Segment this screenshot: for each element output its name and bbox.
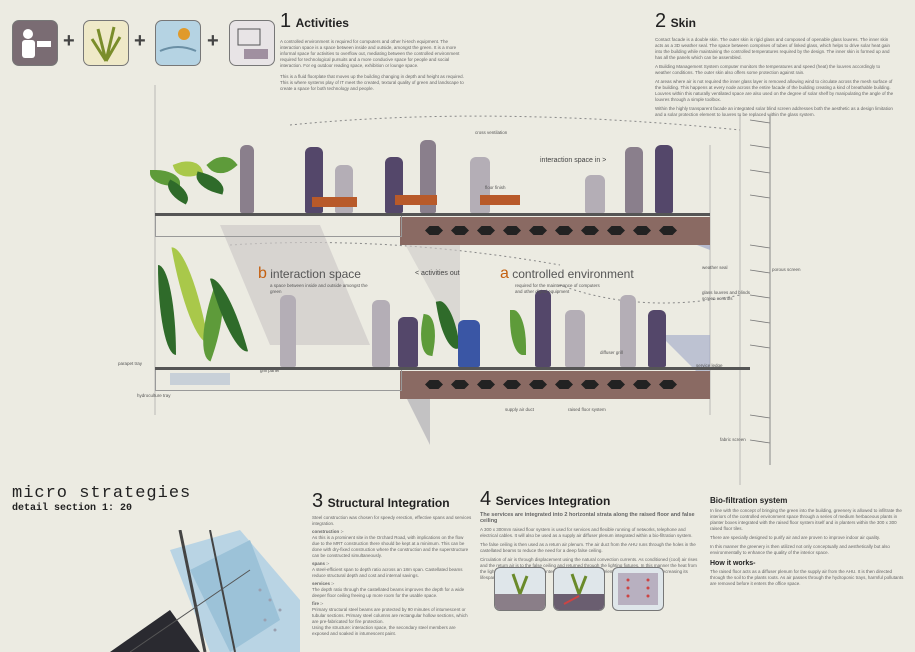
perspective-drawing	[110, 530, 300, 652]
services-body: A 300 x 300mm raised floor system is use…	[480, 527, 693, 538]
hydroculture-tray-label: hydroculture tray	[137, 393, 171, 398]
upper-castellated-beam	[425, 226, 677, 235]
skin-section: 2 Skin Contact facade is a double skin. …	[655, 10, 895, 118]
biofiltration-section: Bio-filtration system In line with the c…	[710, 496, 905, 587]
cross-ventilation-label: cross ventilation	[475, 130, 508, 135]
skin-body: Contact facade is a double skin. The out…	[655, 37, 891, 60]
activities-number: 1	[280, 10, 292, 32]
services-intro: The services are integrated into 2 horiz…	[480, 512, 695, 524]
sub-title: detail section 1: 20	[12, 503, 133, 514]
structural-body: As this is a prominent site in the Orcha…	[312, 535, 469, 558]
interaction-space-letter: b	[258, 265, 267, 282]
structural-intro: Steel construction was chosen for speedy…	[312, 515, 472, 526]
structural-body-3: The depth ratio through the castellated …	[312, 587, 465, 598]
plus-icon: +	[207, 30, 219, 52]
page-title: micro strategies detail section 1: 20	[12, 484, 191, 514]
activities-title: Activities	[295, 16, 349, 30]
services-title: Services Integration	[495, 494, 611, 508]
structural-number: 3	[312, 490, 324, 512]
floor-finish-label: floor finish	[485, 185, 506, 190]
services-number: 4	[480, 488, 492, 510]
services-body-2: The false ceiling is then used as a retu…	[480, 542, 696, 553]
structural-h2: spans :-	[312, 561, 330, 566]
parapet-tray-label: parapet tray	[118, 361, 143, 366]
porous-screen-label: porous screen	[772, 267, 801, 272]
biofiltration-how-heading: How it works-	[710, 560, 756, 567]
planter-diagram-1	[494, 567, 546, 611]
activities-body-2: This is a fluid floorplate that moves up…	[280, 74, 464, 91]
biofiltration-body-2: There are specially designed to purify a…	[710, 535, 881, 540]
structural-section: 3 Structural Integration Steel construct…	[312, 490, 472, 637]
diffuser-grill-label: diffuser grill	[600, 350, 623, 355]
computer-icon	[229, 20, 275, 66]
glass-louvres-label: glass louvres and blinds screen controls	[702, 290, 751, 301]
skin-body-2: A Building Management System computer mo…	[655, 64, 881, 75]
interaction-space-in-label: interaction space in	[540, 157, 601, 164]
plant-icon	[83, 20, 129, 66]
activities-body: A controlled environment is required for…	[280, 39, 460, 68]
interaction-space-desc: a space between inside and outside among…	[270, 283, 368, 294]
skin-number: 2	[655, 10, 667, 32]
controlled-environment-desc: required for the maintenance of computer…	[515, 283, 600, 294]
interaction-space-label: interaction space	[270, 267, 361, 281]
activities-out-label: activities out	[421, 270, 460, 277]
biofiltration-body-4: The raised floor acts as a diffuser plen…	[710, 569, 904, 586]
planter-diagram-3	[612, 567, 664, 611]
skin-body-4: Within the highly transparent facade an …	[655, 106, 893, 117]
planter-diagram-2	[553, 567, 605, 611]
structural-body-4: Primary structural steel beams are prote…	[312, 607, 468, 624]
skin-body-3: At areas where air is not required the i…	[655, 79, 894, 102]
structural-body-2: A steel-efficient span to depth ratio ac…	[312, 567, 463, 578]
lower-castellated-beam	[425, 380, 677, 389]
main-title: micro strategies	[12, 484, 192, 503]
plus-icon: +	[63, 30, 75, 52]
skin-title: Skin	[670, 16, 696, 30]
biofiltration-body-3: In this manner the greenery is then util…	[710, 544, 890, 555]
service-ledge-label: service ledge	[696, 363, 723, 368]
grill-panel-label: grill panel	[260, 368, 280, 373]
structural-h1: construction :-	[312, 529, 344, 534]
sun-icon	[155, 20, 201, 66]
controlled-environment-label: controlled environment	[512, 267, 634, 281]
plus-icon: +	[134, 30, 146, 52]
activities-section: 1 Activities A controlled environment is…	[280, 10, 470, 92]
fabric-screen-label: fabric screen	[720, 437, 746, 442]
people-icon	[12, 20, 58, 66]
biofiltration-body: In line with the concept of bringing the…	[710, 508, 902, 531]
structural-body-5: Using the structure: interaction space, …	[312, 625, 456, 636]
structural-h4: fire :-	[312, 601, 324, 606]
raised-floor-label: raised floor system	[568, 407, 606, 412]
supply-air-duct-label: supply air duct	[505, 407, 535, 412]
section-diagram: interaction space in > b interaction spa…	[118, 85, 910, 485]
controlled-environment-letter: a	[500, 265, 509, 282]
structural-title: Structural Integration	[327, 496, 450, 510]
biofiltration-title: Bio-filtration system	[710, 496, 788, 505]
structural-h3: services :-	[312, 581, 335, 586]
weather-seal-label: weather seal	[702, 265, 728, 270]
